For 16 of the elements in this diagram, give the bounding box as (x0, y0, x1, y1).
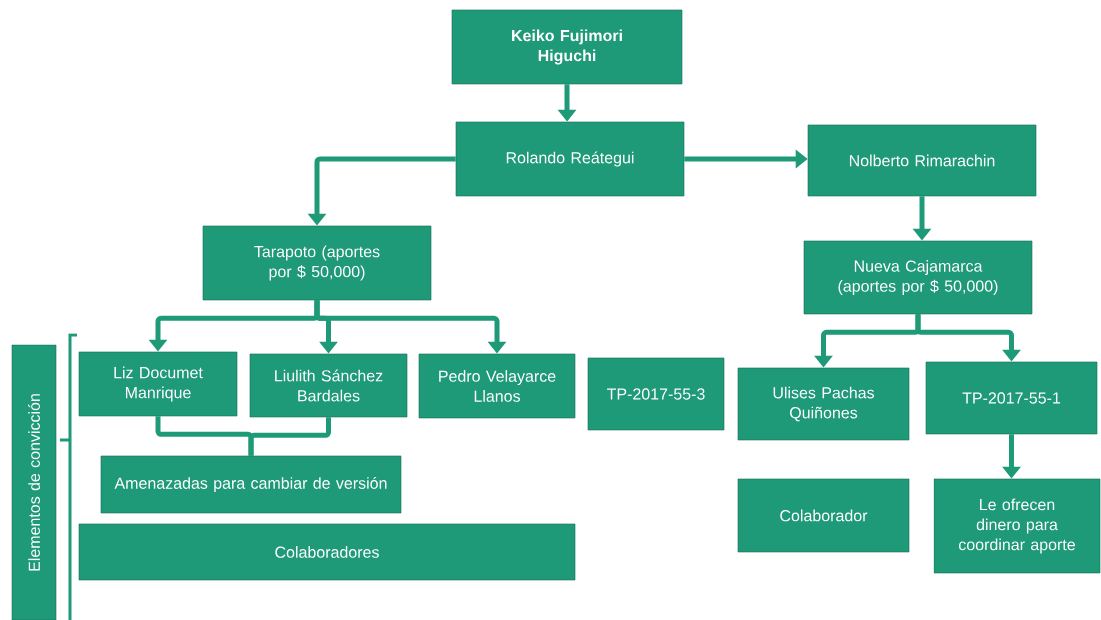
name-box: Tarapoto (aportes por $ 50,000) (202, 225, 432, 301)
name-box: TP-2017-55-3 (587, 357, 725, 431)
name-box: Nolberto Rimarachin (807, 124, 1037, 197)
name-box: Liz Documet Manrique (78, 351, 238, 417)
name-box: Le ofrecen dinero para coordinar aporte (933, 478, 1101, 574)
name-box: Ulises Pachas Quiñones (737, 367, 910, 441)
name-box: TP-2017-55-1 (925, 361, 1098, 435)
name-box: Pedro Velayarce Llanos (418, 353, 576, 419)
name-box: Rolando Reátegui (455, 121, 685, 197)
name-box: Colaboradores (78, 523, 576, 581)
name-box: Colaborador (737, 478, 910, 553)
name-box: Liulith Sánchez Bardales (249, 353, 408, 418)
name-box: Nueva Cajamarca (aportes por $ 50,000) (803, 240, 1033, 315)
name-box: Keiko Fujimori Higuchi (451, 9, 683, 85)
side-label-box: Elementos de convicción (11, 344, 57, 620)
name-box: Amenazadas para cambiar de versión (100, 455, 402, 514)
